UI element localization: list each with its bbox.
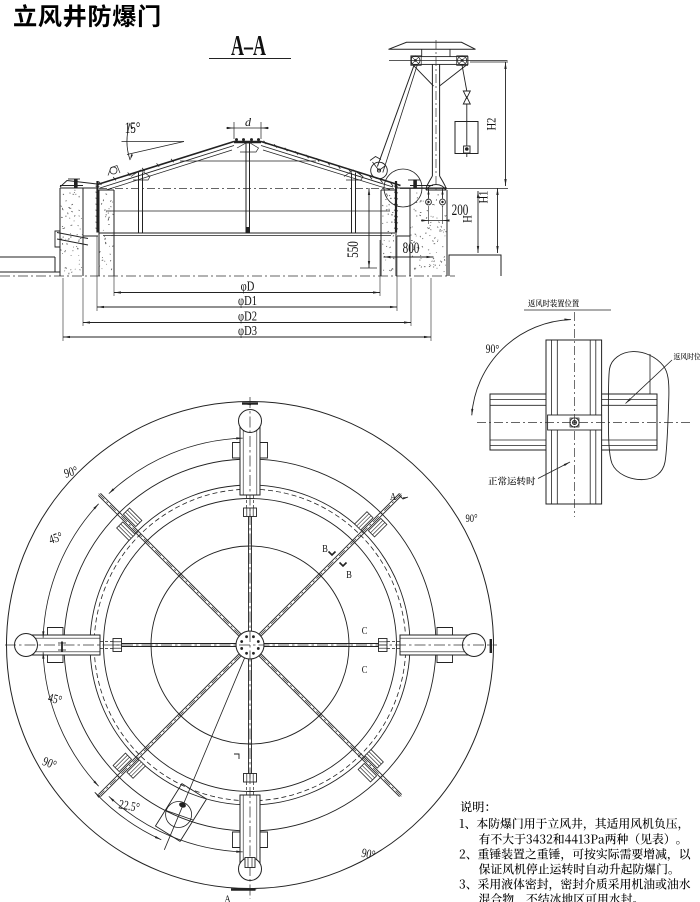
- svg-text:90°: 90°: [486, 343, 500, 357]
- svg-text:B: B: [322, 544, 328, 555]
- svg-text:90°: 90°: [360, 847, 377, 863]
- svg-text:B: B: [346, 570, 352, 581]
- svg-text:22.5°: 22.5°: [118, 798, 141, 815]
- svg-text:H2: H2: [484, 118, 498, 131]
- svg-text:H: H: [460, 215, 474, 223]
- svg-text:90°: 90°: [465, 513, 477, 525]
- svg-text:200: 200: [452, 201, 469, 218]
- svg-text:45°: 45°: [47, 691, 64, 708]
- svg-text:90°: 90°: [63, 464, 80, 481]
- svg-text:C: C: [362, 626, 368, 637]
- svg-text:C: C: [362, 665, 368, 676]
- svg-text:45°: 45°: [47, 530, 64, 547]
- svg-text:φD2: φD2: [238, 308, 257, 324]
- svg-text:A: A: [390, 491, 397, 503]
- svg-text:φD1: φD1: [238, 293, 257, 309]
- svg-text:A: A: [224, 894, 231, 902]
- svg-text:A–A: A–A: [231, 31, 266, 62]
- svg-text:550: 550: [344, 241, 361, 258]
- svg-text:H1: H1: [476, 191, 490, 204]
- svg-text:d: d: [245, 115, 252, 129]
- svg-text:15°: 15°: [125, 119, 141, 136]
- svg-text:90°: 90°: [40, 755, 58, 773]
- svg-text:φD: φD: [241, 278, 255, 294]
- svg-text:800: 800: [403, 239, 420, 256]
- svg-text:φD3: φD3: [238, 323, 257, 339]
